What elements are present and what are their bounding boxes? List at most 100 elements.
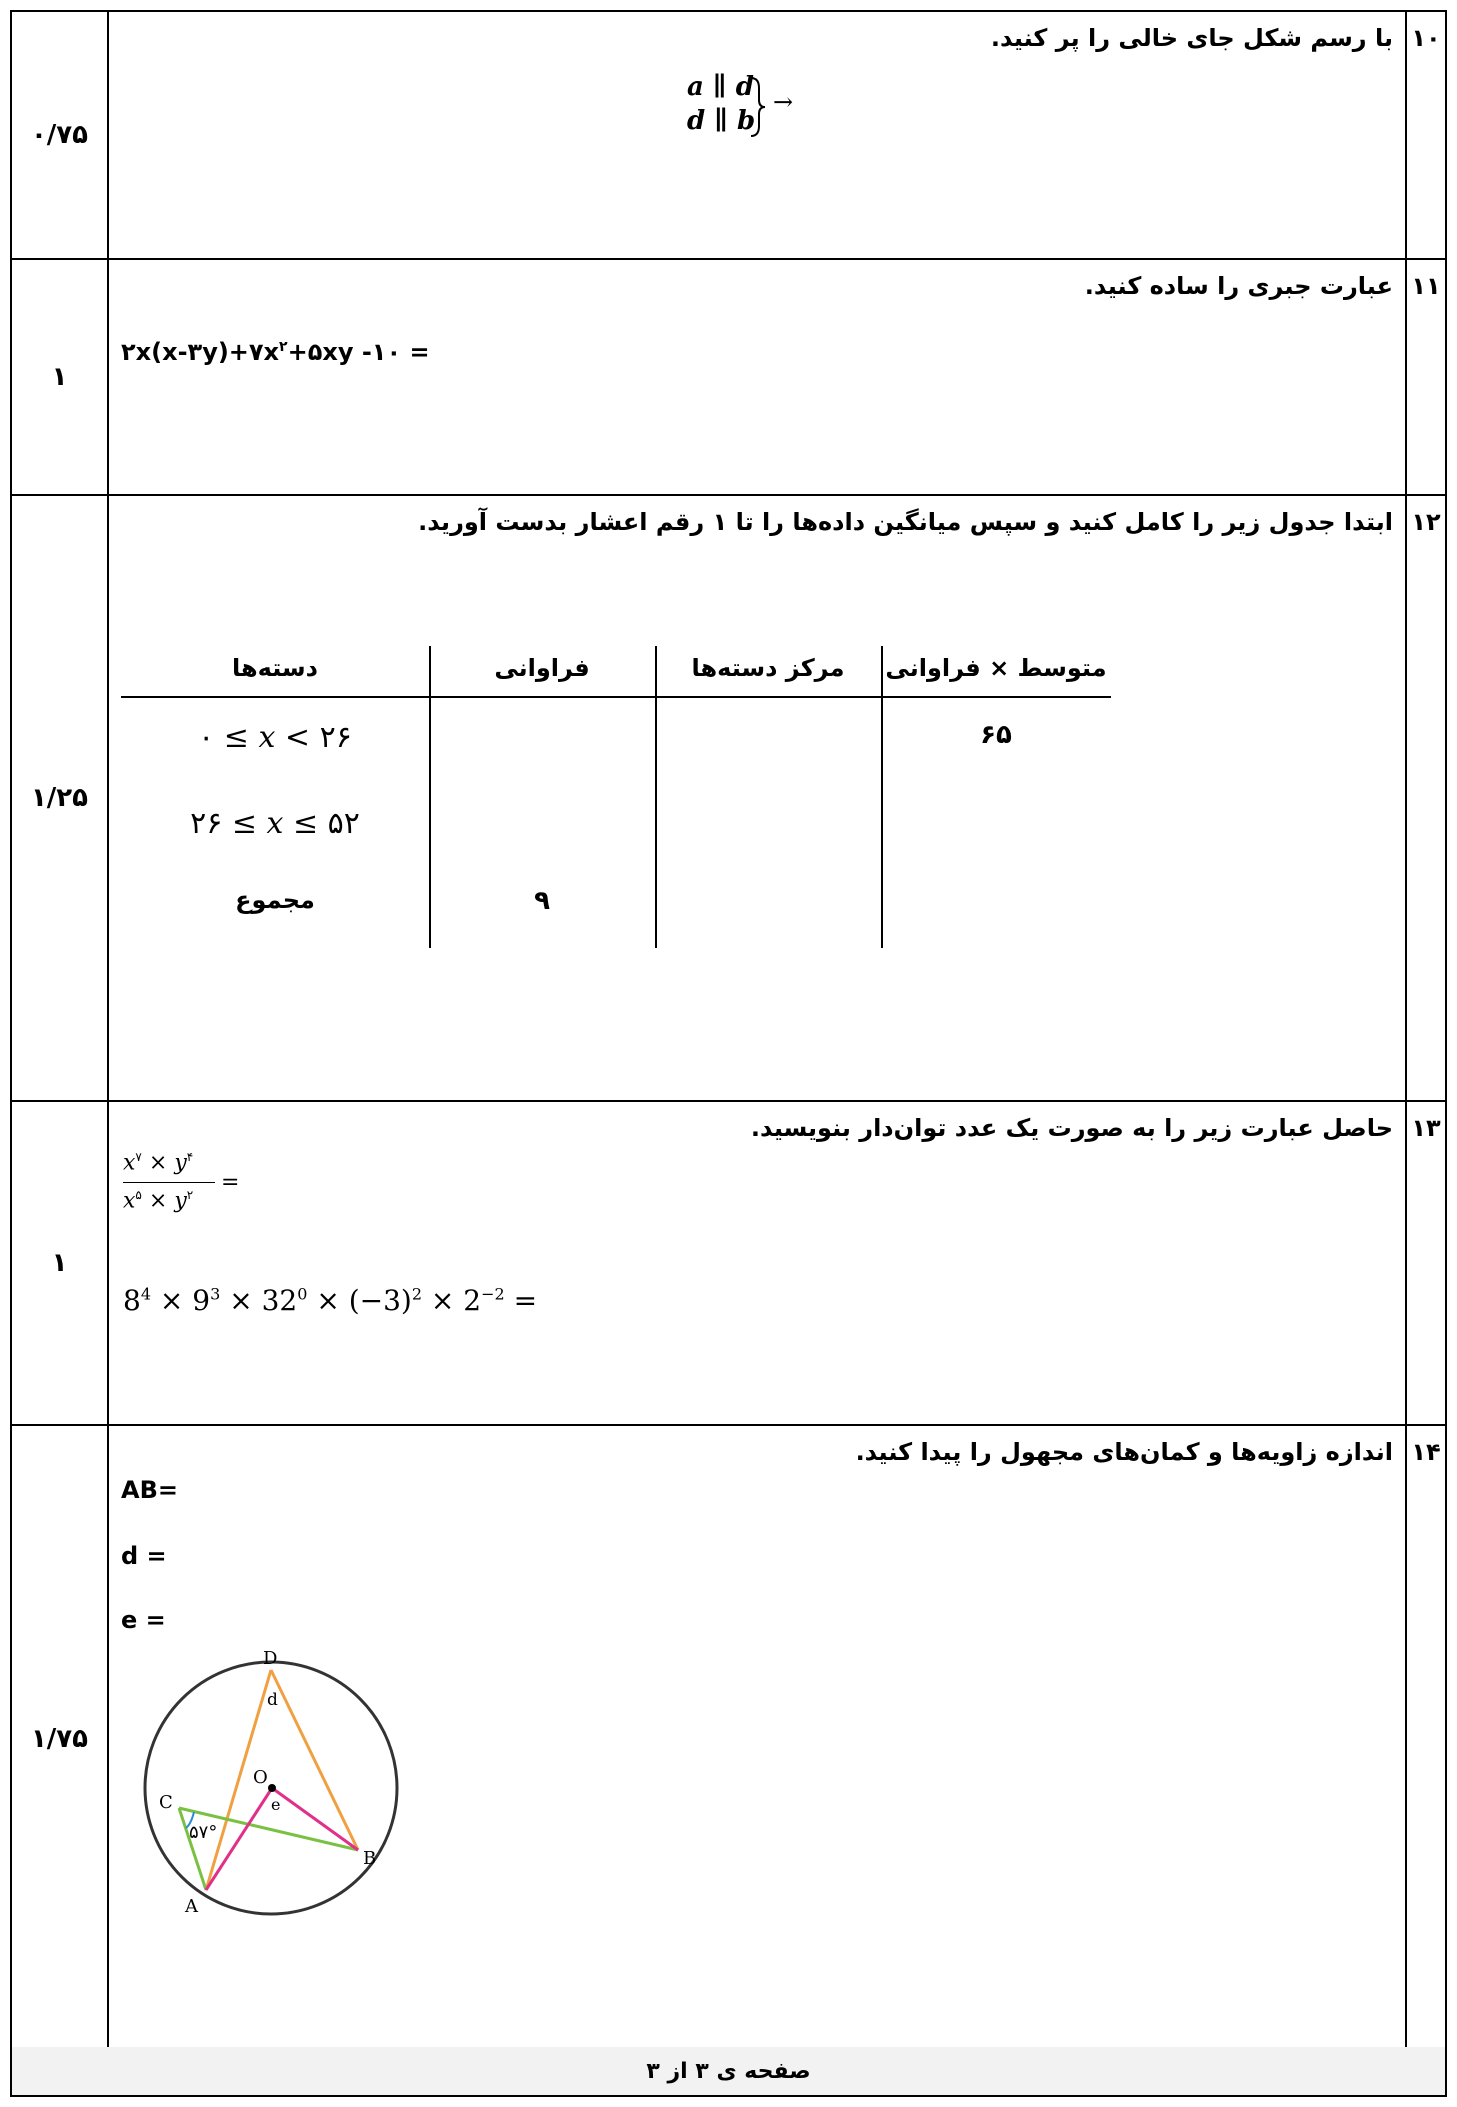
table-divider [881,646,883,948]
question-content: ابتدا جدول زیر را کامل کنید و سپس میانگی… [109,496,1405,1100]
exponent: 0 [297,1284,308,1304]
power-product-expression: 84 × 93 × 320 × (−3)2 × 2−2 = [123,1284,537,1317]
score-cell: ۱ [12,260,109,494]
score-cell: ۰/۷۵ [12,12,109,258]
parallel-line-2: d ∥ b [687,106,756,136]
fraction-numerator: x۷ × y۴ [123,1150,193,1175]
circle [143,1660,399,1916]
chord-db [269,1669,360,1851]
table-divider [429,646,431,948]
score-value: ۱/۲۵ [30,783,89,813]
question-number: ۱۱ [1405,260,1445,494]
equals-sign: = [221,1170,240,1195]
question-row-14: ۱/۷۵ اندازه زاویه‌ها و کمان‌های مجهول را… [12,1426,1445,2053]
expression-exponent: ۲ [279,339,288,355]
right-brace [750,77,766,137]
label-a: A [184,1896,199,1917]
score-cell: ۱ [12,1102,109,1424]
chord-da [204,1669,273,1891]
label-e: e [271,1795,280,1814]
base: 8 [123,1284,141,1317]
question-title: اندازه زاویه‌ها و کمان‌های مجهول را پیدا… [855,1438,1393,1466]
den-base-y: y [174,1188,187,1214]
label-d-point: D [263,1650,277,1669]
question-content: عبارت جبری را ساده کنید. ۲x(x-۳y)+۷x۲+۵x… [109,260,1405,494]
num-exp-y: ۴ [186,1150,194,1164]
score-value: ۱ [51,1248,68,1278]
question-content: حاصل عبارت زیر را به صورت یک عدد توان‌دا… [109,1102,1405,1424]
algebraic-expression: ۲x(x-۳y)+۷x۲+۵xy -۱۰ = [121,338,430,366]
question-number: ۱۳ [1405,1102,1445,1424]
times-sign: × [148,1188,168,1214]
center-point [268,1784,276,1792]
question-title: حاصل عبارت زیر را به صورت یک عدد توان‌دا… [750,1114,1393,1142]
question-number: ۱۰ [1405,12,1445,258]
exponent: 4 [140,1284,152,1304]
exponent: 2 [411,1284,423,1304]
question-content: با رسم شکل جای خالی را پر کنید. a ∥ d d … [109,12,1405,258]
question-title: عبارت جبری را ساده کنید. [1084,272,1393,300]
expression-part: +۵xy -۱۰ = [287,338,430,366]
answer-d: d = [121,1542,167,1570]
exam-sheet: ۰/۷۵ با رسم شکل جای خالی را پر کنید. a ∥… [10,10,1447,2097]
question-content: اندازه زاویه‌ها و کمان‌های مجهول را پیدا… [109,1426,1405,2051]
base: 2 [463,1284,482,1317]
num-base-x: x [123,1150,136,1176]
expression-part: ۲x(x-۳y)+۷x [121,338,280,366]
angle-arc [185,1811,195,1829]
header-frequency: فراوانی [494,654,590,682]
question-row-10: ۰/۷۵ با رسم شکل جای خالی را پر کنید. a ∥… [12,12,1445,260]
radius-oa [204,1787,274,1891]
score-cell: ۱/۷۵ [12,1426,109,2051]
times-sign: × [229,1284,253,1317]
den-exp-y: ۲ [186,1188,194,1202]
question-row-12: ۱/۲۵ ابتدا جدول زیر را کامل کنید و سپس م… [12,496,1445,1102]
times-sign: × [316,1284,340,1317]
score-cell: ۱/۲۵ [12,496,109,1100]
row3-total-label: مجموع [235,886,315,914]
row2-class: ۲۶ ≤ 𝑥 ≤ ۵۲ [190,806,360,841]
label-angle-57: ۵۷° [189,1822,217,1843]
label-o: O [253,1767,268,1788]
question-row-13: ۱ حاصل عبارت زیر را به صورت یک عدد توان‌… [12,1102,1445,1426]
fraction-denominator: x۵ × y۲ [123,1188,193,1213]
table-divider [655,646,657,948]
question-number: ۱۲ [1405,496,1445,1100]
exponent: −2 [481,1284,505,1304]
base: (−3) [348,1284,412,1317]
question-title: ابتدا جدول زیر را کامل کنید و سپس میانگی… [418,508,1393,536]
row1-class: ۰ ≤ 𝑥 < ۲۶ [198,720,352,755]
score-value: ۰/۷۵ [30,120,89,150]
question-number: ۱۴ [1405,1426,1445,2051]
label-c: C [159,1792,173,1813]
equals-sign: = [513,1284,538,1317]
label-d-angle: d [267,1690,278,1710]
radius-ob [271,1786,359,1852]
answer-ab: AB= [121,1476,178,1504]
num-exp-x: ۷ [135,1150,142,1164]
question-title: با رسم شکل جای خالی را پر کنید. [990,24,1393,52]
arrow: → [773,88,794,116]
question-row-11: ۱ عبارت جبری را ساده کنید. ۲x(x-۳y)+۷x۲+… [12,260,1445,496]
header-classes: دسته‌ها [232,654,318,682]
exponent: 3 [210,1284,221,1304]
times-sign: × [148,1150,168,1176]
row3-total-frequency: ۹ [534,886,550,916]
num-base-y: y [174,1150,187,1176]
den-exp-x: ۵ [135,1188,142,1202]
circle-figure: D d O e C A B ۵۷° [143,1650,399,1917]
score-value: ۱ [51,362,68,392]
label-b: B [363,1848,376,1869]
parallel-line-1: a ∥ d [687,72,754,102]
score-value: ۱/۷۵ [30,1723,89,1754]
base: 9 [192,1284,211,1317]
times-sign: × [159,1284,184,1317]
table-header-rule [121,696,1111,698]
page-number-label: صفحه ی ۳ از ۳ [646,2058,811,2084]
fraction-bar [123,1182,215,1183]
chord-cb [178,1806,359,1852]
answer-e: e = [121,1606,166,1634]
base: 32 [261,1284,298,1317]
row1-product: ۶۵ [980,720,1012,750]
frequency-table: دسته‌ها فراوانی مرکز دسته‌ها متوسط × فرا… [121,646,1111,948]
